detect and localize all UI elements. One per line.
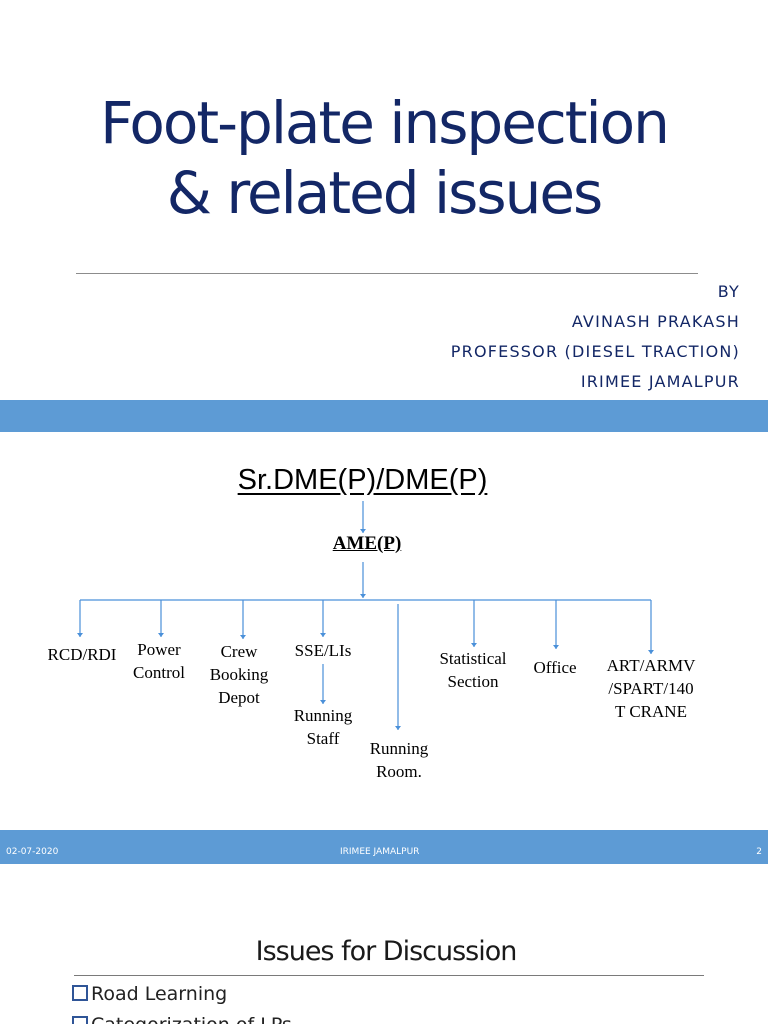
author-institute: IRIMEE JAMALPUR <box>580 372 740 391</box>
org-chart-slide: Sr.DME(P)/DME(P) AME(P) RCD/RDI Power Co… <box>0 432 768 830</box>
title-slide: Foot-plate inspection & related issues B… <box>0 0 768 400</box>
by-label: BY <box>717 282 740 301</box>
slide-title: Foot-plate inspection & related issues <box>0 88 768 228</box>
bullet-item: Road Learning <box>72 983 227 1005</box>
checkbox-bullet-icon <box>72 1016 88 1024</box>
slide-separator-bar <box>0 400 768 432</box>
org-connectors <box>77 501 654 730</box>
issues-divider <box>74 975 704 976</box>
org-node-rcd-rdi: RCD/RDI <box>47 645 117 664</box>
title-line-1: Foot-plate inspection <box>100 89 670 157</box>
author-designation: PROFESSOR (DIESEL TRACTION) <box>450 342 740 361</box>
org-top-node: Sr.DME(P)/DME(P) <box>237 464 488 496</box>
org-node-power-control: Power Control <box>133 640 185 682</box>
bullet-text: Categorization of LPs <box>91 1014 292 1024</box>
footer-institute: IRIMEE JAMALPUR <box>340 847 420 857</box>
title-line-2: & related issues <box>166 159 603 227</box>
checkbox-bullet-icon <box>72 985 88 1001</box>
footer-date: 02-07-2020 <box>6 847 59 857</box>
bullet-text: Road Learning <box>91 983 228 1005</box>
bullet-item: Categorization of LPs <box>72 1014 292 1024</box>
title-divider <box>76 273 698 274</box>
org-node-office: Office <box>533 658 577 677</box>
org-second-node: AME(P) <box>332 533 402 554</box>
org-node-running-room: Running Room. <box>369 739 429 781</box>
org-node-sse-lis: SSE/LIs <box>294 641 352 660</box>
org-node-art-armv: ART/ARMV /SPART/140 T CRANE <box>606 656 696 721</box>
issues-title: Issues for Discussion <box>255 936 518 967</box>
issues-slide: Issues for Discussion Road Learning Cate… <box>0 864 768 1024</box>
author-name: AVINASH PRAKASH <box>571 312 740 331</box>
slide-footer: 02-07-2020 IRIMEE JAMALPUR 2 <box>0 830 768 864</box>
org-node-crew-booking-depot: Crew Booking Depot <box>209 642 269 707</box>
org-node-statistical-section: Statistical Section <box>439 649 507 691</box>
footer-page-number: 2 <box>756 847 762 857</box>
org-node-running-staff: Running Staff <box>293 706 353 748</box>
